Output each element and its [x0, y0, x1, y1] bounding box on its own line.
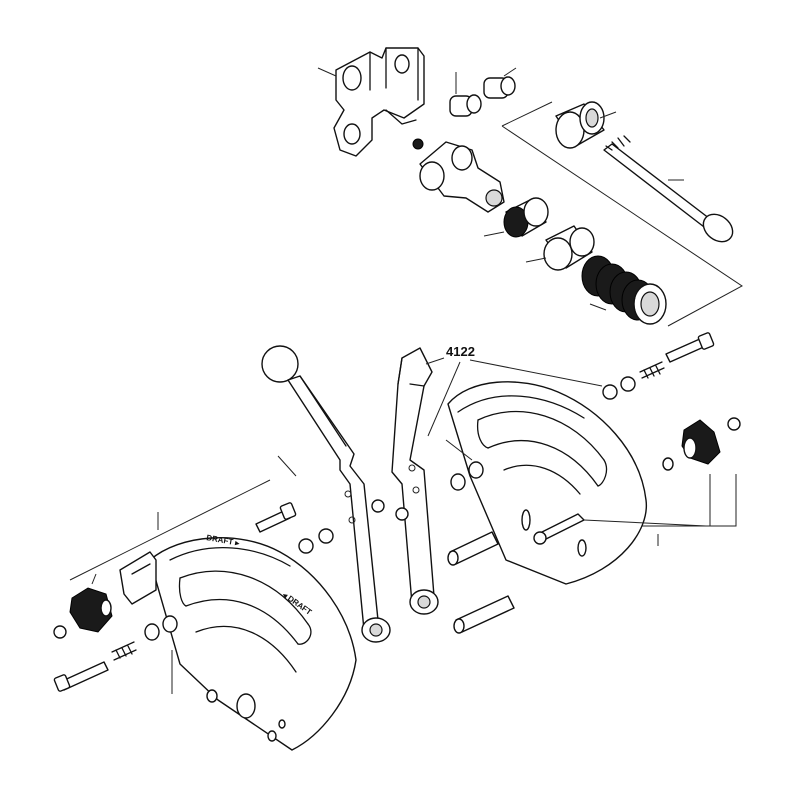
clevis-bracket [317, 47, 425, 157]
rear-knob [662, 417, 741, 471]
middle-washers [445, 439, 484, 491]
front-bolt [255, 502, 334, 554]
part-number-leader-1 [469, 359, 603, 387]
part-number-label: 4122 [446, 344, 475, 359]
front-washers [144, 615, 178, 641]
part-number-leader-2 [427, 361, 461, 437]
center-nuts [371, 499, 409, 521]
front-quadrant-plate [149, 537, 357, 751]
front-knob [53, 573, 113, 639]
upper-linkage-assembly [317, 47, 743, 327]
small-bushing [449, 72, 482, 117]
small-bushing-2 [483, 67, 517, 99]
lower-left-bracket [69, 479, 271, 581]
yoke [412, 138, 505, 213]
stop-bracket [119, 551, 157, 605]
draft-lever [391, 347, 445, 615]
rear-stud [533, 513, 707, 545]
rear-quadrant-plate [447, 381, 647, 585]
threaded-nut [483, 197, 549, 238]
front-spring-bolt [53, 641, 137, 692]
rear-bolt [602, 332, 715, 400]
lower-control-assembly: DRAFT ▸ ◂ DRAFT 4122 [53, 332, 741, 751]
spacer-tube-upper [447, 531, 499, 566]
coil-spring [581, 255, 667, 325]
ball-handle-lever [261, 345, 391, 643]
long-bolt [603, 135, 734, 243]
upper-group-bracket [501, 101, 743, 327]
spring-seat [525, 225, 595, 271]
spacer-tube-lower [453, 595, 515, 634]
sleeve [555, 101, 617, 149]
